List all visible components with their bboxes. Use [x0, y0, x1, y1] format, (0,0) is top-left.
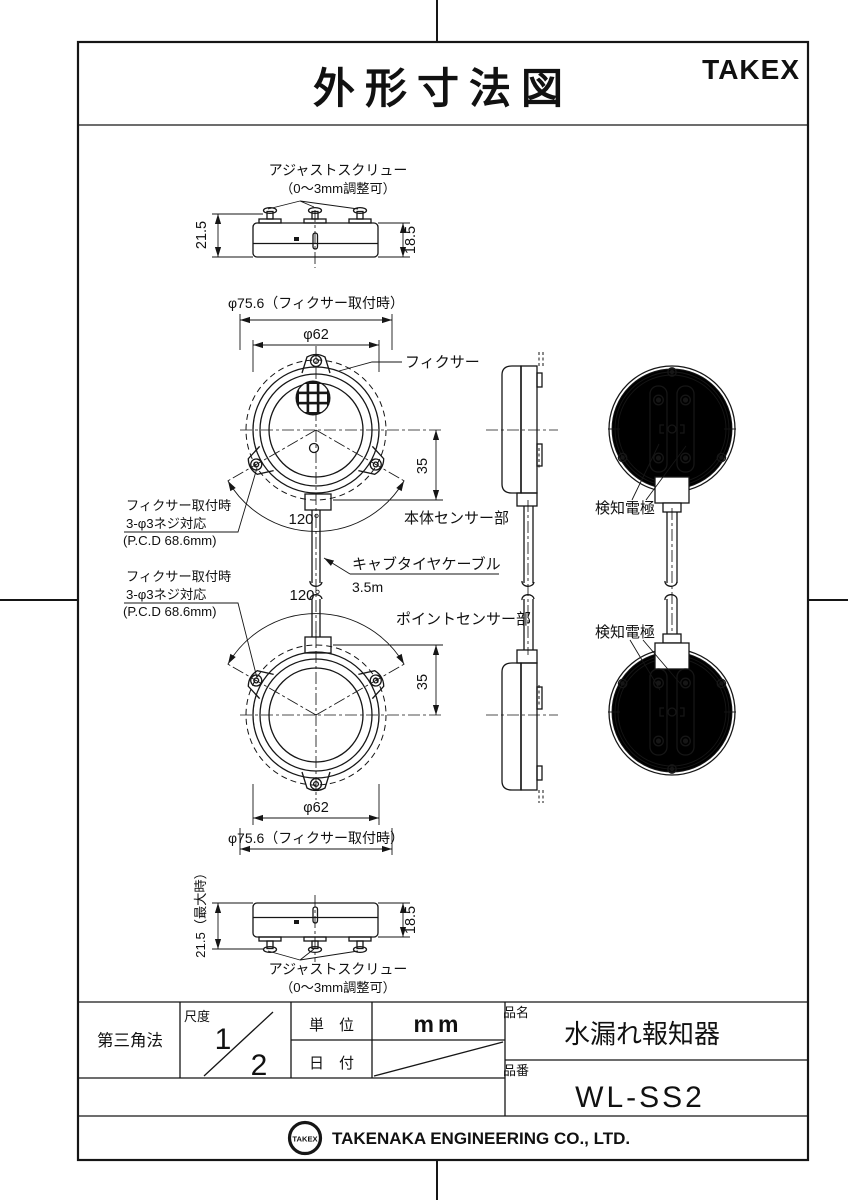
product-name: 水漏れ報知器 — [564, 1019, 720, 1049]
scale-label: 尺度 — [184, 1009, 210, 1024]
main-sensor-label: 本体センサー部 — [404, 510, 509, 527]
screw-note-point: フィクサー取付時 3-φ3ネジ対応 (P.C.D 68.6mm) — [123, 569, 258, 679]
dim-body-dia: φ62 — [303, 327, 329, 343]
drawing-frame — [76, 40, 810, 1162]
screw-note-line3: (P.C.D 68.6mm) — [123, 604, 217, 619]
cable-label: キャブタイヤケーブル — [352, 555, 501, 573]
page-title: 外形寸法図 — [313, 65, 573, 112]
scale-numerator: 1 — [215, 1023, 232, 1056]
takex-logo-icon — [287, 1120, 323, 1156]
scale-slash — [203, 1011, 274, 1077]
view-main-back: 検知電極 — [595, 365, 736, 648]
fixer-outline-circle — [245, 359, 387, 501]
dim-fixer-dia: φ75.6（フィクサー取付時） — [228, 295, 404, 311]
unit-label: 単 位 — [309, 1017, 354, 1034]
unit-value: mm — [414, 1011, 463, 1037]
adjust-screw — [258, 936, 282, 954]
view-main-front: 120° φ62 φ75.6（フィクサー取付時） フィクサー 35 本体センサー… — [123, 295, 509, 548]
adjust-screw-note: （0～3mm調整可） — [280, 181, 396, 196]
header: 外形寸法図 TAKEX — [313, 54, 800, 112]
angle-label: 120° — [289, 587, 320, 604]
title-block: 第三角法 尺度 1 2 単 位 mm 日 付 品名 水漏れ報知器 品番 WL-S… — [78, 1001, 808, 1117]
border — [76, 40, 810, 1162]
projection-method: 第三角法 — [97, 1031, 163, 1050]
cable-length: 3.5m — [352, 579, 383, 595]
center-hole — [308, 442, 320, 454]
leader-screws — [267, 948, 359, 961]
adjust-screw-label: アジャストスクリュー — [269, 162, 408, 178]
angle-label: 120° — [288, 511, 319, 528]
profile-base — [520, 662, 538, 791]
profile-cover — [501, 365, 522, 494]
dim-fixer-dia: φ75.6（フィクサー取付時） — [228, 830, 404, 846]
brand-logo-text: TAKEX — [702, 54, 800, 85]
center-hole — [667, 424, 677, 434]
adjust-screw-label: アジャストスクリュー — [269, 961, 408, 977]
date-blank-slash — [373, 1041, 504, 1077]
cable-gland — [516, 649, 538, 664]
view-cable: キャブタイヤケーブル 3.5m — [309, 510, 501, 648]
center-hole — [667, 707, 677, 717]
dim-height-body: 18.5 — [403, 226, 419, 254]
takex-logo-text: TAKEX — [292, 1135, 317, 1144]
dim-height-total: 21.5 — [194, 221, 210, 249]
view-top-side: アジャストスクリュー （0～3mm調整可） 21.5 18.5 — [194, 162, 419, 268]
view-bottom-side: アジャストスクリュー （0～3mm調整可） 21.5（最大時） 18.5 — [193, 866, 419, 995]
profile-base — [520, 365, 538, 494]
cable-gland — [304, 493, 332, 511]
screw-note-main: フィクサー取付時 3-φ3ネジ対応 (P.C.D 68.6mm) — [123, 467, 258, 548]
cable-gland — [304, 636, 332, 654]
view-point-profile — [486, 649, 558, 803]
scale-denominator: 2 — [251, 1049, 268, 1082]
fixer-outline-circle — [245, 644, 387, 786]
side-body — [252, 902, 379, 938]
adjust-screw — [348, 936, 372, 954]
view-main-profile — [486, 352, 558, 655]
point-sensor-label: ポイントセンサー部 — [396, 611, 531, 628]
screw-note-line3: (P.C.D 68.6mm) — [123, 533, 217, 548]
electrode-leaders — [629, 639, 685, 691]
screw-note-line2: 3-φ3ネジ対応 — [126, 516, 206, 531]
dim-offset: 35 — [415, 458, 431, 474]
dim-body-dia: φ62 — [303, 800, 329, 816]
adjust-screw — [258, 206, 282, 224]
cable-gland — [654, 642, 690, 670]
dim-height-total: 21.5（最大時） — [193, 866, 208, 958]
screw-note-line1: フィクサー取付時 — [126, 569, 231, 584]
electrode-label: 検知電極 — [595, 624, 655, 641]
view-point-front: 120° ポイントセンサー部 35 φ62 φ75.6（フィクサー取付時） フィ… — [123, 569, 531, 855]
date-label: 日 付 — [309, 1055, 354, 1072]
fixer-label: フィクサー — [405, 354, 480, 371]
dim-offset: 35 — [415, 674, 431, 690]
product-name-label: 品名 — [503, 1005, 529, 1020]
company-name: TAKENAKA ENGINEERING CO., LTD. — [332, 1129, 630, 1148]
leader-screws — [267, 200, 359, 210]
adjust-screw — [348, 206, 372, 224]
view-point-back: 検知電極 — [595, 599, 736, 776]
profile-cover — [501, 662, 522, 791]
dim-height-body: 18.5 — [403, 906, 419, 934]
adjust-screw-note: （0～3mm調整可） — [280, 980, 396, 995]
screw-note-line2: 3-φ3ネジ対応 — [126, 587, 206, 602]
angle-arc — [227, 613, 405, 665]
electrode-leaders — [631, 443, 687, 501]
footer: TAKEX TAKENAKA ENGINEERING CO., LTD. — [287, 1120, 630, 1156]
product-code-label: 品番 — [503, 1063, 529, 1078]
side-body — [252, 222, 379, 258]
electrode-label: 検知電極 — [595, 500, 655, 517]
buzzer-grid — [295, 380, 331, 416]
cable-gland — [516, 492, 538, 507]
product-code: WL-SS2 — [575, 1081, 705, 1114]
screw-note-line1: フィクサー取付時 — [126, 498, 231, 513]
